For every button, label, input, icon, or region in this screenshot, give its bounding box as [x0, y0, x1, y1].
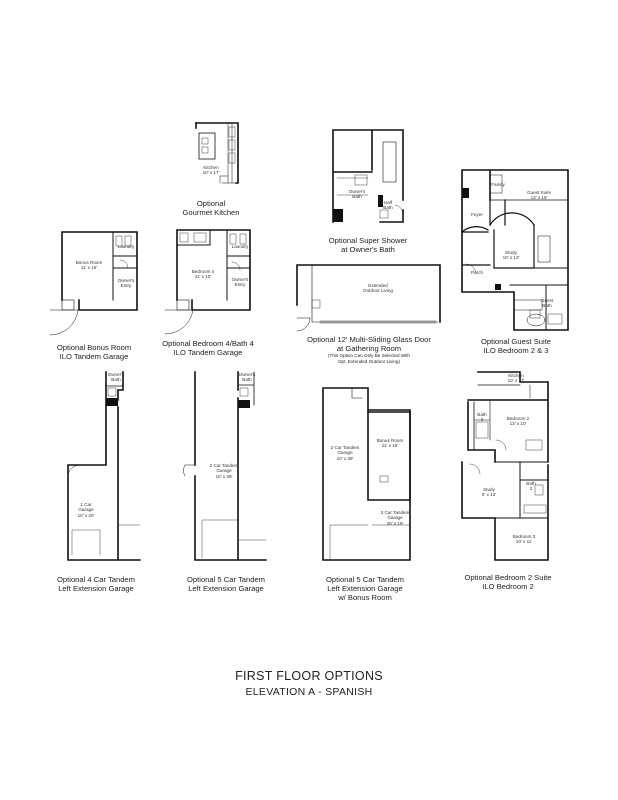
room-label-laundry: Laundry	[117, 244, 135, 249]
room-label-foyer: Foyer	[471, 212, 483, 217]
room-label-porch: Porch	[470, 270, 484, 275]
bedroom4-plan	[164, 229, 251, 335]
glass-door-note-2: Opt. Extended Outdoor Living)	[337, 358, 401, 364]
room-label-laundry-b: Laundry	[231, 244, 249, 249]
5car-bonus-plan	[322, 387, 411, 561]
5car-garage-plan	[183, 371, 267, 561]
page-subtitle: ELEVATION A - SPANISH	[245, 686, 373, 698]
glass-door-plan	[296, 264, 441, 332]
super-shower-plan	[332, 129, 404, 223]
glass-door-note: (This Option Can Only Be Selected With	[328, 353, 410, 358]
page-title: FIRST FLOOR OPTIONS	[235, 669, 383, 683]
guest-suite-plan	[461, 169, 569, 331]
4car-garage-plan	[67, 371, 141, 561]
gourmet-kitchen-plan	[195, 122, 239, 184]
room-label-family: Family	[491, 182, 505, 187]
bedroom2-suite-plan	[461, 371, 549, 561]
bonus-room-plan	[49, 231, 138, 336]
